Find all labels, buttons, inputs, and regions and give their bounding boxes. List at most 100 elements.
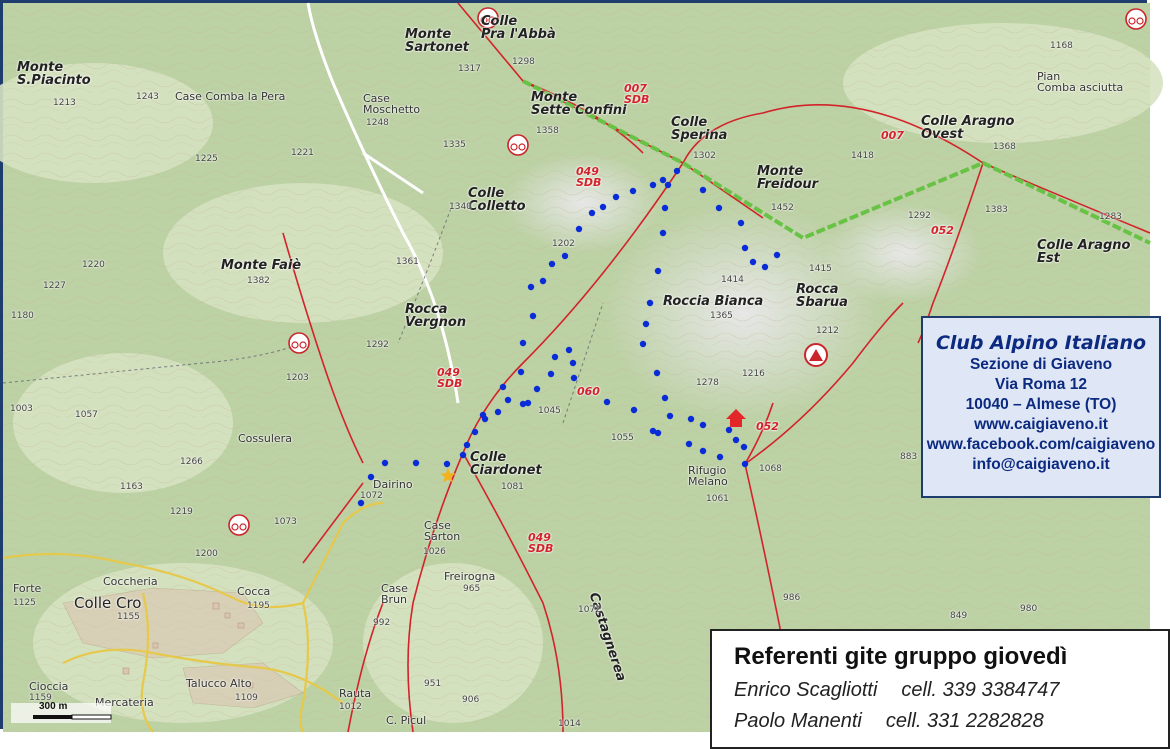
elevation-label: 1057 [75, 410, 98, 420]
trail-label-line: 049 [437, 366, 460, 379]
route-dot [699, 421, 707, 429]
route-dot [533, 385, 541, 393]
elevation-label: 1365 [710, 311, 733, 321]
elevation-label: 1292 [366, 340, 389, 350]
club-website-link[interactable]: www.caigiaveno.it [974, 416, 1108, 433]
elevation-label: 1055 [611, 433, 634, 443]
route-dot [524, 399, 532, 407]
route-dot [737, 219, 745, 227]
route-dot [519, 339, 527, 347]
referents-title: Referenti gite gruppo giovedì [734, 643, 1068, 670]
club-address: Via Roma 12 [995, 376, 1087, 393]
trail-label-052-b: 052 [756, 421, 779, 432]
route-dots [357, 167, 781, 507]
elevation-label: 849 [950, 611, 968, 621]
place-label-colle-pra-labba: Colle Pra l'Abbà [481, 14, 556, 42]
bike-icon [228, 514, 250, 536]
bike-icon [507, 134, 529, 156]
trail-label-line: SDB [528, 542, 554, 555]
refuge-icon [726, 409, 746, 427]
trail-label-line: 052 [931, 224, 954, 237]
elevation-label: 1180 [11, 311, 34, 321]
elevation-label: 1125 [13, 598, 36, 608]
elevation-label: 1418 [851, 151, 874, 161]
village-colle-cro [62, 587, 304, 709]
route-dot [659, 229, 667, 237]
route-dot [519, 400, 527, 408]
place-label-monte-sartonet: Monte Sartonet [405, 27, 469, 55]
bike-icon [1125, 8, 1147, 30]
elevation-label: 1302 [693, 151, 716, 161]
elevation-label: 1202 [552, 239, 575, 249]
route-dot [740, 443, 748, 451]
route-dot [575, 225, 583, 233]
trail-label-line: 049 [576, 165, 599, 178]
route-dot [569, 359, 577, 367]
route-dot [471, 428, 479, 436]
route-dot [547, 370, 555, 378]
place-label-cioccia: Cioccia [29, 680, 69, 693]
route-dot [732, 436, 740, 444]
elevation-label: 1155 [117, 612, 140, 622]
route-dot [565, 346, 573, 354]
scale-bar-graphic [11, 703, 112, 723]
topographic-map[interactable] [0, 2, 1163, 733]
dashed-paths [2, 202, 604, 424]
club-email-link[interactable]: info@caigiaveno.it [972, 456, 1110, 473]
route-dot [666, 412, 674, 420]
route-dot [773, 251, 781, 259]
elevation-label: 1248 [366, 118, 389, 128]
elevation-label: 1003 [10, 404, 33, 414]
route-dot [539, 277, 547, 285]
route-dot [642, 320, 650, 328]
route-dot [551, 353, 559, 361]
trail-label-line: 052 [756, 420, 779, 433]
scale-bar: 300 m [11, 701, 112, 729]
route-dot [459, 451, 467, 459]
place-label-case-comba-la-pera: Case Comba la Pera [175, 90, 286, 103]
trail-label-line: 007 [624, 82, 647, 95]
route-dot [367, 473, 375, 481]
elevation-label: 1415 [809, 264, 832, 274]
elevation-label: 1163 [120, 482, 143, 492]
route-dot [630, 406, 638, 414]
route-dot [716, 453, 724, 461]
place-label-monte-faie: Monte Faiè [221, 258, 302, 273]
elevation-label: 1012 [339, 702, 362, 712]
route-dot [687, 415, 695, 423]
club-facebook-link[interactable]: www.facebook.com/caigiaveno [926, 436, 1156, 453]
elevation-label: 1073 [274, 517, 297, 527]
elevation-label: 1383 [985, 205, 1008, 215]
elevation-label: 1159 [29, 693, 52, 703]
elevation-label: 1414 [721, 275, 744, 285]
place-label-colle-aragno-est: Colle Aragno Est [1037, 238, 1131, 266]
elevation-label: 1109 [235, 693, 258, 703]
ridge-boundary [522, 79, 1151, 245]
referent-phone: cell. 331 2282828 [885, 710, 1044, 732]
elevation-label: 1200 [195, 549, 218, 559]
elevation-label: 1072 [578, 605, 601, 615]
place-label-monte-sette-confini: Monte Sette Confini [531, 90, 627, 118]
place-label-cossulera: Cossulera [238, 432, 292, 445]
route-dot [649, 427, 657, 435]
place-label-rocca-sbarua: Rocca Sbarua [796, 282, 848, 310]
route-dot [381, 459, 389, 467]
route-dot [570, 374, 578, 382]
elevation-label: 1340 [449, 202, 472, 212]
place-label-pian-comba-asciutta: Pian Comba asciutta [1037, 70, 1124, 94]
place-label-monte-freidour: Monte Freidour [757, 164, 819, 192]
route-dot [561, 252, 569, 260]
elevation-label: 1358 [536, 126, 559, 136]
route-dot [685, 440, 693, 448]
referents-box: Referenti gite gruppo giovedì Enrico Sca… [710, 629, 1170, 749]
place-label-rauta: Rauta [339, 687, 372, 700]
place-label-dairino: Dairino [373, 478, 413, 491]
route-dot [357, 499, 365, 507]
club-city: 10040 – Almese (TO) [965, 396, 1117, 413]
trail-label-060: 060 [577, 386, 600, 397]
route-dot [749, 258, 757, 266]
elevation-label: 1292 [908, 211, 931, 221]
elevation-label: 1317 [458, 64, 481, 74]
